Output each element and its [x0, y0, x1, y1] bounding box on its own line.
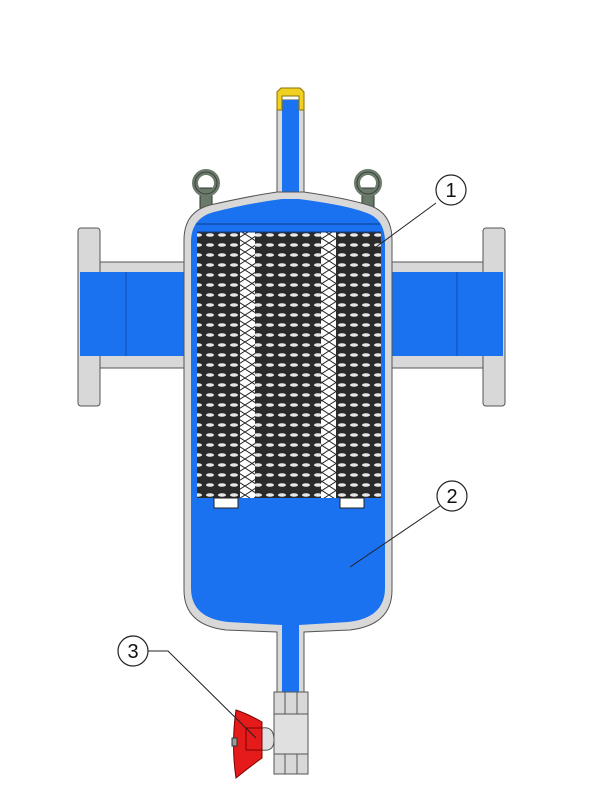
eyebolt-left — [192, 169, 220, 211]
vent-cap — [276, 87, 305, 111]
vent-pipe — [276, 99, 305, 210]
drain-valve — [261, 691, 309, 775]
callout-2: 2 — [349, 480, 468, 568]
callout-label-2: 2 — [446, 486, 457, 508]
filter-element — [197, 231, 381, 509]
callout-3: 3 — [117, 635, 257, 739]
callout-1: 1 — [371, 174, 467, 251]
inlet-flange-left — [77, 227, 196, 407]
valve-handle[interactable] — [231, 709, 263, 779]
callout-label-3: 3 — [127, 641, 138, 663]
outlet-flange-right — [379, 227, 506, 407]
callout-label-1: 1 — [445, 180, 456, 202]
